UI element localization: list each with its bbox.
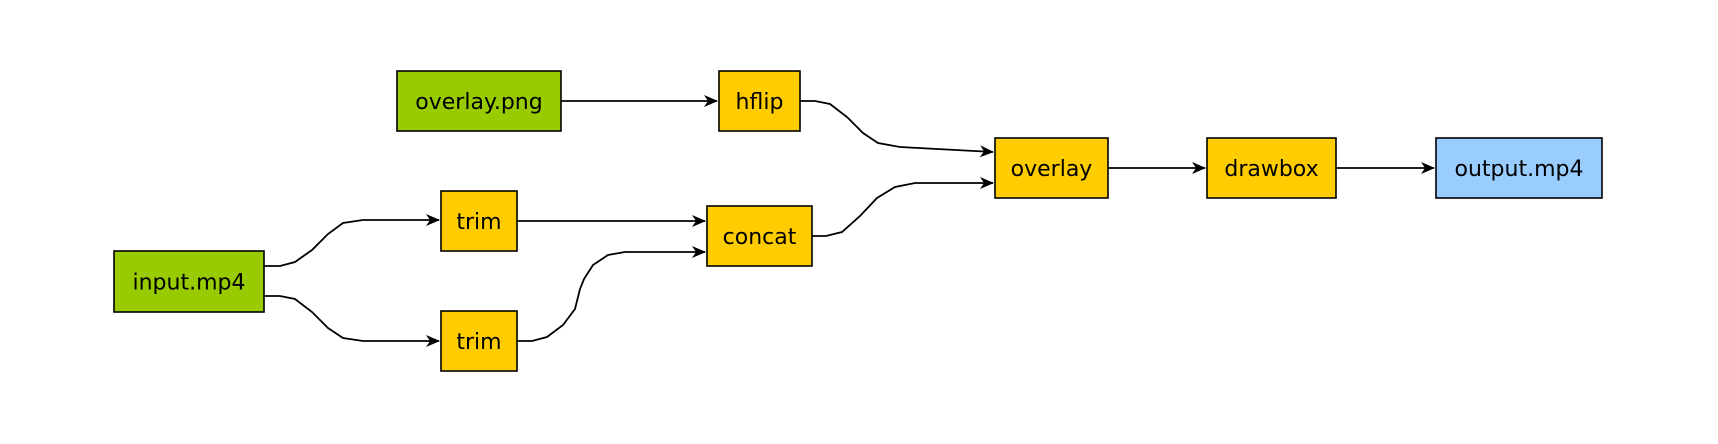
node-trim1: trim xyxy=(440,190,518,252)
node-box xyxy=(396,70,562,132)
node-overlay-png: overlay.png xyxy=(396,70,562,132)
node-box xyxy=(113,250,265,313)
node-label: trim xyxy=(456,330,501,355)
node-label: output.mp4 xyxy=(1455,157,1584,182)
edge-hflip-to-overlay xyxy=(800,100,994,158)
node-box xyxy=(440,190,518,252)
node-box xyxy=(994,137,1109,199)
node-label: overlay xyxy=(1011,157,1093,182)
node-box xyxy=(1435,137,1603,199)
node-input-mp4: input.mp4 xyxy=(113,250,265,313)
edge-input-mp4-to-trim1 xyxy=(264,214,440,267)
node-trim2: trim xyxy=(440,310,518,372)
node-label: drawbox xyxy=(1224,157,1318,182)
node-overlay: overlay xyxy=(994,137,1109,199)
node-drawbox: drawbox xyxy=(1206,137,1337,199)
edge-trim2-to-concat xyxy=(517,246,706,342)
node-box xyxy=(718,70,801,132)
node-concat: concat xyxy=(706,205,813,267)
node-label: input.mp4 xyxy=(133,271,246,296)
node-label: hflip xyxy=(736,90,784,115)
node-box xyxy=(706,205,813,267)
node-label: trim xyxy=(456,210,501,235)
node-hflip: hflip xyxy=(718,70,801,132)
edge-input-mp4-to-trim2 xyxy=(264,295,440,347)
edge-concat-to-overlay xyxy=(812,177,994,237)
node-output-mp4: output.mp4 xyxy=(1435,137,1603,199)
node-box xyxy=(1206,137,1337,199)
node-label: overlay.png xyxy=(415,90,542,115)
node-box xyxy=(440,310,518,372)
node-label: concat xyxy=(723,225,797,250)
